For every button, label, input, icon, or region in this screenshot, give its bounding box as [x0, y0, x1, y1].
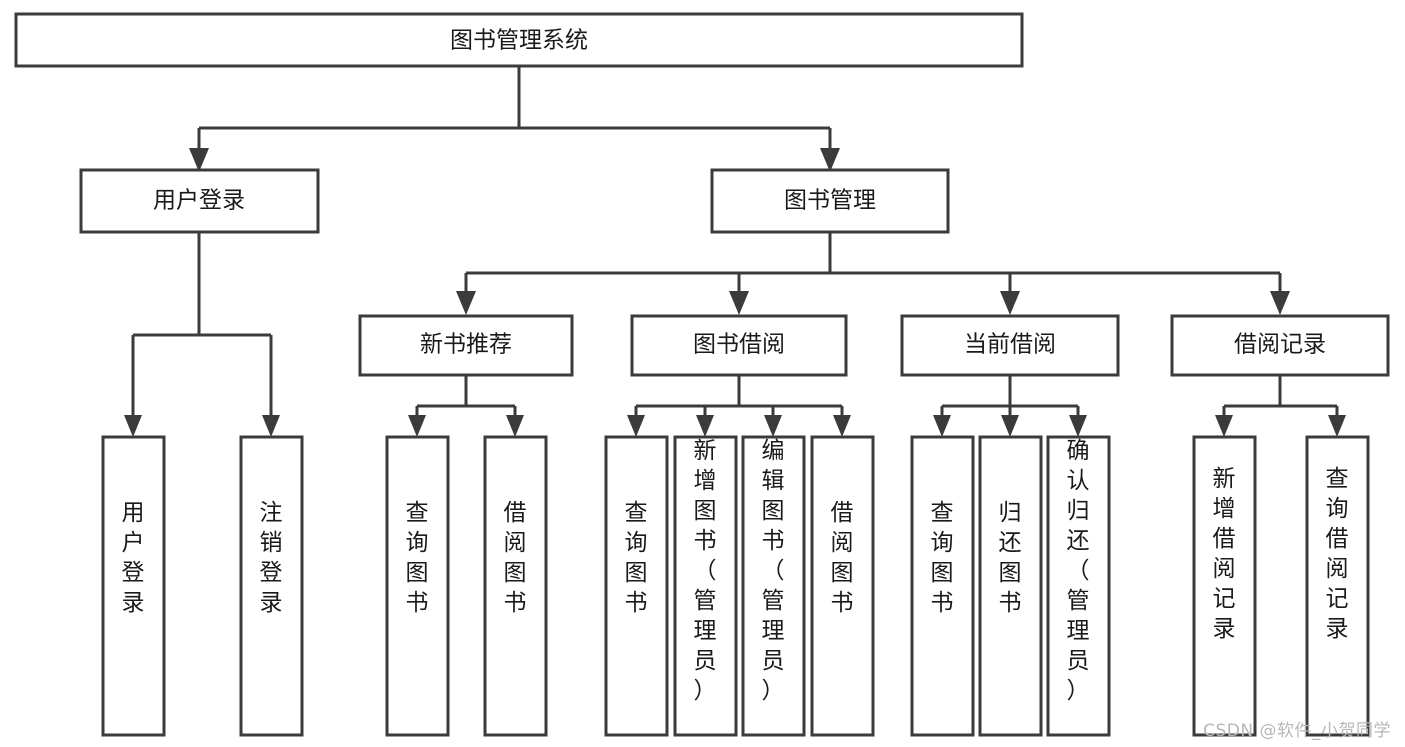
leaf-label: 新增图书（管理员）	[694, 438, 717, 704]
leaf-node-current-borrow-confirm[interactable]: 确认归还（管理员）	[1046, 435, 1111, 737]
arrow-icon-leaf-borrow-record-1	[1215, 415, 1233, 437]
node-book-borrow-label: 图书借阅	[693, 332, 785, 358]
node-root-book-management-system[interactable]: 图书管理系统	[14, 12, 1024, 68]
leaf-node-user-login-logout[interactable]: 注销登录	[239, 435, 304, 737]
node-borrow-record[interactable]: 借阅记录	[1170, 314, 1390, 377]
arrow-icon-leaf-current-borrow-3	[1069, 415, 1087, 437]
node-root-label: 图书管理系统	[450, 28, 588, 54]
node-user-login-box	[79, 168, 320, 234]
arrow-icon-leaf-current-borrow-2	[1001, 415, 1019, 437]
leaf-label: 编辑图书（管理员）	[762, 438, 785, 704]
leaf-box	[1192, 435, 1257, 737]
leaf-label: 用户登录	[122, 500, 145, 616]
node-book-manage-label: 图书管理	[784, 188, 876, 214]
leaf-node-borrow-record-add[interactable]: 新增借阅记录	[1192, 435, 1257, 737]
leaf-node-current-borrow-query[interactable]: 查询图书	[910, 435, 975, 737]
arrow-icon-leaf-borrow-record-2	[1328, 415, 1346, 437]
arrow-icon-leaf-new-book-1	[408, 415, 426, 437]
node-book-manage-box	[710, 168, 950, 234]
arrowhead-layer	[124, 148, 1346, 437]
leaf-node-book-borrow-edit[interactable]: 编辑图书（管理员）	[741, 435, 806, 737]
node-current-borrow-label: 当前借阅	[964, 332, 1056, 358]
node-current-borrow-box	[900, 314, 1120, 377]
leaf-node-new-book-query[interactable]: 查询图书	[385, 435, 450, 737]
node-user-login[interactable]: 用户登录	[79, 168, 320, 234]
arrow-icon-leaf-user-login-2	[262, 415, 280, 437]
leaf-label: 归还图书	[999, 500, 1022, 616]
leaf-node-new-book-borrow[interactable]: 借阅图书	[483, 435, 548, 737]
node-borrow-record-label: 借阅记录	[1234, 332, 1326, 358]
leaf-box	[810, 435, 875, 737]
arrow-icon-book-borrow	[729, 291, 749, 315]
node-borrow-record-box	[1170, 314, 1390, 377]
leaf-label: 新增借阅记录	[1213, 466, 1236, 642]
leaf-box	[604, 435, 669, 737]
leaf-box	[673, 435, 738, 737]
node-root-box	[14, 12, 1024, 68]
node-book-borrow-box	[630, 314, 848, 377]
leaf-node-book-borrow-lend[interactable]: 借阅图书	[810, 435, 875, 737]
node-new-book-recommend[interactable]: 新书推荐	[358, 314, 574, 377]
node-user-login-label: 用户登录	[153, 188, 245, 214]
leaf-node-book-borrow-add[interactable]: 新增图书（管理员）	[673, 435, 738, 737]
leaf-label: 借阅图书	[831, 500, 854, 616]
arrow-icon-book-manage	[820, 148, 840, 172]
node-new-book-recommend-box	[358, 314, 574, 377]
node-current-borrow[interactable]: 当前借阅	[900, 314, 1120, 377]
leaf-box	[385, 435, 450, 737]
arrow-icon-current-borrow	[1000, 291, 1020, 315]
leaf-label: 查询图书	[625, 500, 648, 616]
leaf-box	[239, 435, 304, 737]
leaf-box	[741, 435, 806, 737]
arrow-icon-leaf-book-borrow-1	[627, 415, 645, 437]
leaf-node-borrow-record-query[interactable]: 查询借阅记录	[1305, 435, 1370, 737]
leaf-box	[483, 435, 548, 737]
leaf-label: 查询借阅记录	[1326, 466, 1349, 642]
arrow-icon-leaf-user-login-1	[124, 415, 142, 437]
leaf-node-user-login-login[interactable]: 用户登录	[101, 435, 166, 737]
leaf-node-book-borrow-query[interactable]: 查询图书	[604, 435, 669, 737]
leaf-box	[978, 435, 1043, 737]
node-book-manage[interactable]: 图书管理	[710, 168, 950, 234]
arrow-icon-leaf-book-borrow-4	[833, 415, 851, 437]
arrow-icon-new-book	[456, 291, 476, 315]
leaf-box	[1305, 435, 1370, 737]
leaf-label: 查询图书	[406, 500, 429, 616]
leaf-label: 借阅图书	[504, 500, 527, 616]
leaf-label: 确认归还（管理员）	[1067, 438, 1090, 704]
leaf-label: 注销登录	[260, 500, 283, 616]
leaf-box	[101, 435, 166, 737]
leaf-box	[910, 435, 975, 737]
leaf-box	[1046, 435, 1111, 737]
arrow-icon-leaf-book-borrow-2	[696, 415, 714, 437]
arrow-icon-user-login	[189, 148, 209, 172]
arrow-icon-borrow-record	[1270, 291, 1290, 315]
arrow-icon-leaf-new-book-2	[506, 415, 524, 437]
leaf-node-current-borrow-return[interactable]: 归还图书	[978, 435, 1043, 737]
node-book-borrow[interactable]: 图书借阅	[630, 314, 848, 377]
arrow-icon-leaf-current-borrow-1	[933, 415, 951, 437]
leaf-label: 查询图书	[931, 500, 954, 616]
leaf-layer: 用户登录 注销登录 查询图书 借阅图书 查询图书 新增图书	[101, 435, 1370, 737]
node-new-book-recommend-label: 新书推荐	[420, 332, 512, 358]
arrow-icon-leaf-book-borrow-3	[764, 415, 782, 437]
